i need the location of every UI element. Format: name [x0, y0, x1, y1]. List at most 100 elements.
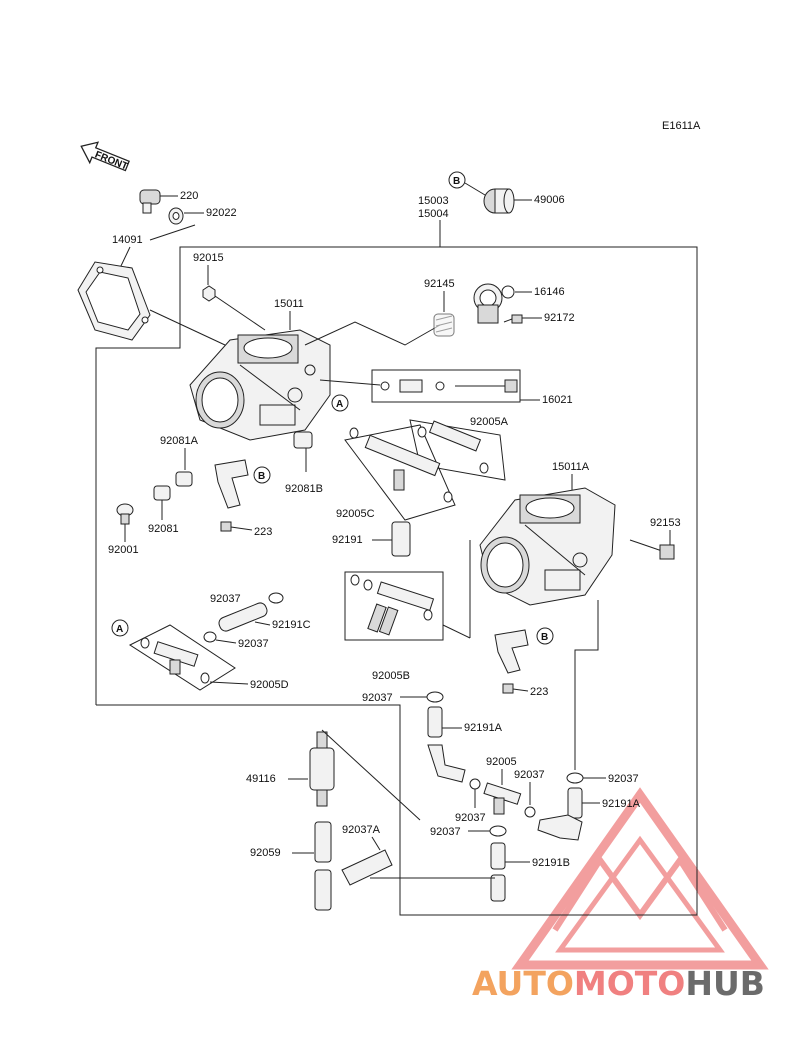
clip-92037-7 — [489, 825, 507, 837]
svg-text:FRONT: FRONT — [93, 149, 129, 172]
label-92172: 92172 — [544, 312, 575, 324]
ref-b-2: B — [541, 632, 548, 643]
label-15011a: 15011A — [552, 461, 590, 473]
ref-circle-b-2 — [536, 627, 554, 645]
ref-b-top: B — [453, 176, 460, 187]
fitting-92005d — [140, 637, 210, 684]
watermark-text: AUTOMOTOHUB — [472, 964, 765, 1003]
bolt-223-2 — [502, 683, 529, 694]
cover-16146 — [473, 283, 515, 324]
bolt-223-1 — [220, 521, 253, 532]
screw-92001 — [116, 503, 134, 525]
label-49006: 49006 — [534, 194, 565, 206]
ref-circle-a-1 — [331, 394, 349, 412]
label-92037-3: 92037 — [362, 692, 393, 704]
cover-14091 — [77, 261, 151, 341]
label-15003: 15003 — [418, 195, 449, 207]
frame-16021 — [371, 369, 521, 403]
label-92005a: 92005A — [470, 416, 509, 428]
label-16146: 16146 — [534, 286, 565, 298]
label-15011: 15011 — [274, 298, 304, 310]
label-92037-2: 92037 — [238, 638, 269, 650]
ref-circle-b-top — [448, 171, 466, 189]
label-92191b: 92191B — [532, 857, 570, 869]
tube-92059-2 — [314, 869, 332, 911]
tube-92059 — [314, 821, 332, 863]
label-92191c: 92191C — [272, 619, 311, 631]
label-92005c: 92005C — [336, 508, 375, 520]
bolt-92153 — [629, 539, 675, 560]
label-92037-5: 92037 — [514, 769, 545, 781]
tube-92191 — [391, 521, 411, 557]
label-92015: 92015 — [193, 252, 224, 264]
label-49116: 49116 — [246, 773, 276, 785]
label-92191a: 92191A — [464, 722, 503, 734]
label-15004: 15004 — [418, 208, 449, 220]
label-92022: 92022 — [206, 207, 237, 219]
label-223-1: 223 — [254, 526, 272, 538]
label-92005: 92005 — [486, 756, 517, 768]
spring-92081b — [293, 431, 313, 449]
tube-92191a — [427, 706, 443, 738]
frame-92005c — [344, 424, 456, 521]
fitting-92005c — [349, 427, 453, 503]
label-92191a-2: 92191A — [602, 798, 641, 810]
label-92081a: 92081A — [160, 435, 199, 447]
ref-circle-b-1 — [253, 466, 271, 484]
ref-a-2: A — [116, 624, 123, 635]
clip-92037-2 — [203, 631, 217, 643]
clip-92037-4 — [469, 778, 481, 790]
label-92037-4: 92037 — [455, 812, 486, 824]
filter-49116 — [309, 731, 335, 807]
spring-92081a — [175, 471, 193, 487]
label-220: 220 — [180, 190, 198, 202]
label-92059: 92059 — [250, 847, 281, 859]
bracket-b-2 — [494, 629, 529, 674]
tube-92191b — [490, 842, 506, 870]
ref-a-1: A — [336, 399, 343, 410]
clip-92037-3 — [426, 691, 444, 703]
tube-92191b-2 — [490, 874, 506, 902]
valve-16021 — [380, 379, 518, 393]
ref-b-1: B — [258, 471, 265, 482]
label-92037-1: 92037 — [210, 593, 241, 605]
label-92037a: 92037A — [342, 824, 381, 836]
spring-92145 — [433, 313, 455, 337]
tube-92191a-2 — [567, 787, 583, 819]
clip-92037a — [341, 849, 393, 886]
label-92005b: 92005B — [372, 670, 410, 682]
label-92081: 92081 — [148, 523, 179, 535]
front-arrow-icon: FRONT — [80, 141, 130, 173]
label-92001: 92001 — [108, 544, 139, 556]
label-92153: 92153 — [650, 517, 681, 529]
fitting-92005 — [483, 782, 522, 815]
bolt-220 — [139, 189, 161, 214]
label-92037-7: 92037 — [430, 826, 461, 838]
label-92005d: 92005D — [250, 679, 289, 691]
label-92145: 92145 — [424, 278, 455, 290]
cap-49006 — [483, 188, 515, 214]
ref-circle-a-2 — [111, 619, 129, 637]
frame-92005b — [344, 571, 444, 641]
frame-92005d — [128, 624, 236, 691]
hose-92191a-2 — [537, 814, 583, 841]
nut-92015 — [202, 285, 216, 302]
fitting-92005b — [350, 574, 435, 636]
clip-92037-6 — [566, 772, 584, 784]
bracket-b-1 — [214, 459, 249, 509]
fitting-92005a — [417, 420, 489, 474]
spring-92081 — [153, 485, 171, 501]
diagram-code: E1611A — [662, 120, 701, 132]
clip-92037-5 — [524, 806, 536, 818]
label-92191: 92191 — [332, 534, 363, 546]
label-14091: 14091 — [112, 234, 143, 246]
label-16021: 16021 — [542, 394, 573, 406]
tube-92191c — [218, 602, 268, 632]
hose-92191a — [427, 744, 466, 783]
assembly-outline — [95, 246, 698, 916]
label-223-2: 223 — [530, 686, 548, 698]
frame-92005a — [409, 419, 506, 481]
carburetor-15011a — [479, 487, 616, 606]
